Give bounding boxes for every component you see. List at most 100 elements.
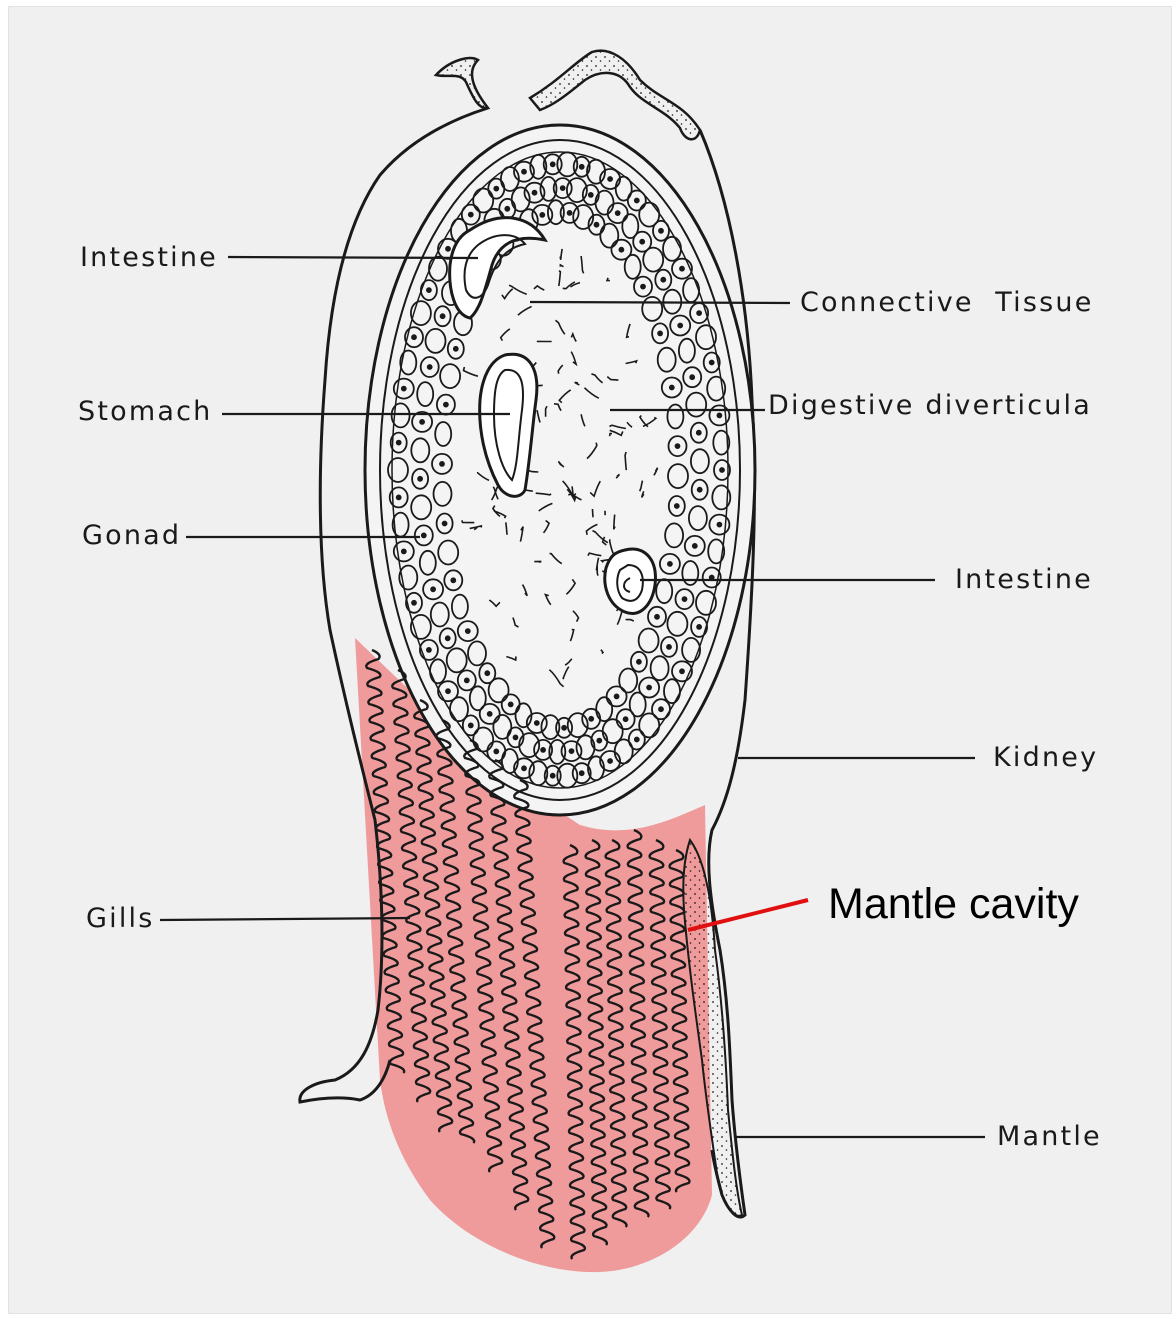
cell-nucleus [717, 413, 721, 417]
cell-nucleus [522, 766, 526, 770]
cell-nucleus [522, 170, 526, 174]
cell-nucleus [561, 186, 565, 190]
cell-nucleus [597, 739, 601, 743]
cell-nucleus [690, 375, 694, 379]
cell-nucleus [446, 636, 450, 640]
cell-nucleus [494, 749, 498, 753]
cell-nucleus [420, 420, 424, 424]
cell-nucleus [444, 403, 448, 407]
cell-nucleus [441, 314, 445, 318]
label-digestive-diverticula: Digestive diverticula [768, 390, 1092, 421]
label-intestine-top: Intestine [80, 242, 218, 273]
cell-nucleus [535, 721, 539, 725]
cell-nucleus [505, 207, 509, 211]
cell-nucleus [693, 544, 697, 548]
cell-nucleus [635, 738, 639, 742]
cell-nucleus [469, 213, 473, 217]
cell-nucleus [589, 717, 593, 721]
label-intestine-right: Intestine [955, 564, 1093, 595]
cell-nucleus [494, 187, 498, 191]
cell-nucleus [402, 549, 406, 553]
intestine-right-structure [605, 549, 656, 613]
cell-nucleus [616, 211, 620, 215]
cell-nucleus [698, 488, 702, 492]
cell-nucleus [640, 240, 644, 244]
cell-nucleus [514, 735, 518, 739]
cell-nucleus [440, 462, 444, 466]
cell-nucleus [397, 441, 401, 445]
cell-nucleus [641, 285, 645, 289]
cell-nucleus [697, 431, 701, 435]
cell-nucleus [619, 248, 623, 252]
cell-nucleus [428, 365, 432, 369]
cell-nucleus [551, 162, 555, 166]
cell-nucleus [422, 533, 426, 537]
cell-nucleus [533, 191, 537, 195]
cell-nucleus [488, 712, 492, 716]
cell-nucleus [469, 723, 473, 727]
cell-nucleus [670, 386, 674, 390]
cell-nucleus [454, 347, 458, 351]
cell-nucleus [412, 601, 416, 605]
cell-nucleus [568, 211, 572, 215]
cell-nucleus [451, 578, 455, 582]
cell-nucleus [667, 645, 671, 649]
cell-nucleus [465, 678, 469, 682]
cell-nucleus [680, 267, 684, 271]
cell-nucleus [446, 689, 450, 693]
cell-nucleus [540, 213, 544, 217]
cell-nucleus [647, 686, 651, 690]
cell-nucleus [485, 671, 489, 675]
cell-nucleus [580, 771, 584, 775]
cell-nucleus [659, 229, 663, 233]
cell-nucleus [680, 669, 684, 673]
label-gonad: Gonad [82, 520, 181, 551]
cell-nucleus [397, 495, 401, 499]
cell-nucleus [431, 587, 435, 591]
cell-nucleus [655, 615, 659, 619]
cell-nucleus [624, 717, 628, 721]
cell-nucleus [443, 522, 447, 526]
label-stomach: Stomach [78, 396, 212, 427]
cell-nucleus [446, 247, 450, 251]
cell-nucleus [427, 648, 431, 652]
cell-nucleus [676, 444, 680, 448]
cell-nucleus [509, 702, 513, 706]
cell-nucleus [562, 726, 566, 730]
leader-connective-tissue [530, 302, 790, 303]
cell-nucleus [580, 165, 584, 169]
label-mantle: Mantle [997, 1121, 1102, 1152]
cell-nucleus [697, 625, 701, 629]
cell-nucleus [608, 177, 612, 181]
cell-nucleus [720, 468, 724, 472]
cell-nucleus [637, 660, 641, 664]
cell-nucleus [635, 199, 639, 203]
cell-nucleus [570, 749, 574, 753]
cell-nucleus [595, 223, 599, 227]
label-kidney: Kidney [993, 742, 1098, 773]
cell-nucleus [466, 629, 470, 633]
cell-nucleus [541, 748, 545, 752]
cell-nucleus [697, 311, 701, 315]
cell-nucleus [402, 387, 406, 391]
label-mantle-cavity: Mantle cavity [828, 880, 1079, 928]
cell-nucleus [418, 477, 422, 481]
tissue-strand [614, 515, 615, 530]
label-connective-tissue: Connective Tissue [800, 287, 1094, 318]
label-gills: Gills [86, 903, 155, 934]
cell-nucleus [668, 562, 672, 566]
cell-nucleus [717, 523, 721, 527]
cell-nucleus [608, 759, 612, 763]
cell-nucleus [661, 278, 665, 282]
cell-nucleus [412, 335, 416, 339]
cell-nucleus [675, 504, 679, 508]
cell-nucleus [615, 694, 619, 698]
cell-nucleus [683, 597, 687, 601]
cell-nucleus [658, 331, 662, 335]
cell-nucleus [427, 288, 431, 292]
cell-nucleus [551, 774, 555, 778]
cell-nucleus [678, 324, 682, 328]
cell-nucleus [589, 193, 593, 197]
leader-intestine-top [228, 257, 478, 258]
